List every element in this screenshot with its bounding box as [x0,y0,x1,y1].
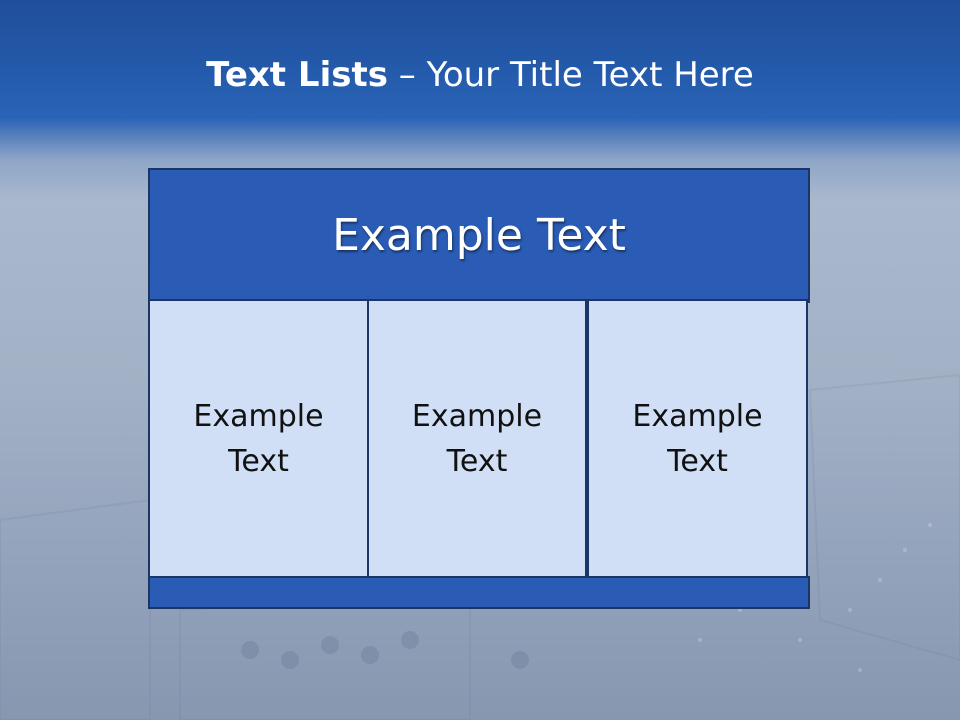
diagram-column-1: Example Text [148,299,369,578]
diagram-column-3-text: Example Text [632,398,763,479]
diagram-footer-bar [148,576,810,609]
slide-title: Text Lists – Your Title Text Here [0,48,960,102]
diagram-header-text: Example Text [332,210,626,261]
slide-title-bold: Text Lists [206,55,388,95]
diagram-column-1-text: Example Text [193,398,324,479]
slide-title-rest: – Your Title Text Here [387,55,754,95]
text-list-diagram: Example Text Example Text Example Text E… [148,168,810,609]
diagram-header-box: Example Text [148,168,810,303]
diagram-column-2: Example Text [367,299,587,578]
diagram-column-3: Example Text [587,299,808,578]
diagram-column-2-text: Example Text [411,398,543,479]
